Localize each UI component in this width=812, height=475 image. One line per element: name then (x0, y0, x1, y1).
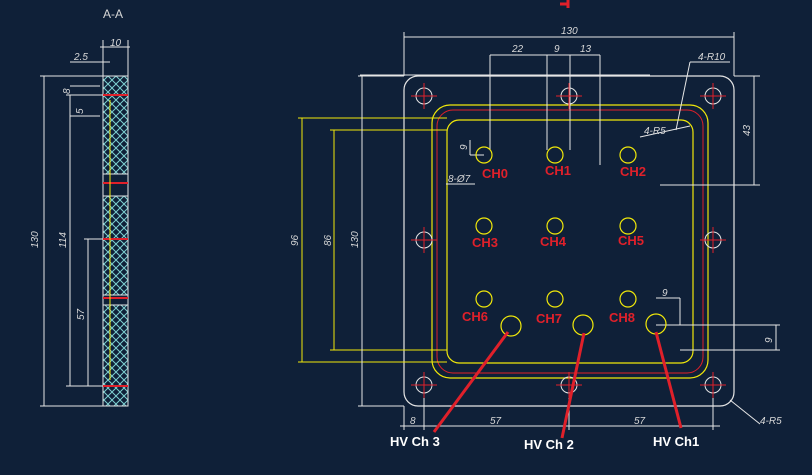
label-ch4: CH4 (540, 234, 567, 249)
label-ch2: CH2 (620, 164, 646, 179)
label-ch1: CH1 (545, 163, 571, 178)
mounting-hole (411, 227, 437, 253)
hv-hole (500, 315, 522, 337)
dim-right-9: 9 (764, 337, 775, 343)
channel-holes (475, 146, 667, 337)
dim-inner-radius: 4-R5 (644, 126, 666, 137)
mounting-hole (700, 372, 726, 398)
label-ch5: CH5 (618, 233, 644, 248)
mounting-holes (411, 83, 726, 398)
channel-hole (475, 217, 493, 235)
label-hv-ch1: HV Ch1 (653, 434, 699, 449)
dim-13: 13 (580, 44, 592, 55)
channel-hole (546, 217, 564, 235)
section-title: A-A (103, 7, 123, 21)
mounting-hole (556, 372, 582, 398)
channel-hole (546, 146, 564, 164)
hv-hole (572, 314, 594, 336)
dim-left-86: 86 (323, 234, 334, 246)
dim-9-top: 9 (554, 44, 560, 55)
dim-left-130: 130 (350, 231, 361, 248)
dim-hole-label: 8-Ø7 (448, 174, 471, 185)
dim-right-43: 43 (742, 124, 753, 136)
dim-overall-width: 130 (561, 26, 578, 37)
label-hv-ch3: HV Ch 3 (390, 434, 440, 449)
mounting-hole (411, 83, 437, 109)
mounting-hole (411, 372, 437, 398)
channel-hole (546, 290, 564, 308)
dim-114: 114 (58, 232, 69, 248)
mounting-hole (556, 83, 582, 109)
side-view (40, 40, 130, 407)
label-ch6: CH6 (462, 309, 488, 324)
label-ch8: CH8 (609, 310, 635, 325)
label-ch3: CH3 (472, 235, 498, 250)
hv-leaders (432, 331, 683, 439)
dim-corner-radius: 4-R10 (698, 52, 726, 63)
dim-22: 22 (511, 44, 524, 55)
hv-hole (645, 313, 667, 335)
channel-hole (619, 290, 637, 308)
dim-57: 57 (76, 308, 87, 320)
dim-top-width: 10 (110, 38, 122, 49)
mounting-hole (700, 83, 726, 109)
label-ch0: CH0 (482, 166, 508, 181)
dim-5: 5 (75, 108, 86, 114)
plan-view (298, 32, 780, 430)
label-ch7: CH7 (536, 311, 562, 326)
dim-left-96: 96 (290, 234, 301, 246)
channel-hole (619, 146, 637, 164)
dim-bottom-8: 8 (410, 416, 416, 427)
dim-overall: 130 (30, 231, 41, 248)
dim-8: 8 (62, 88, 73, 94)
dim-bottom-57b: 57 (634, 416, 646, 427)
channel-hole (619, 217, 637, 235)
dim-bottom-radius: 4-R5 (760, 416, 782, 427)
dim-offset: 2.5 (73, 52, 88, 63)
channel-hole (475, 146, 493, 164)
channel-hole (475, 290, 493, 308)
mounting-hole (700, 227, 726, 253)
dim-hole-offset: 9 (459, 144, 470, 150)
dim-bottom-57a: 57 (490, 416, 502, 427)
dim-top-9-hv: 9 (662, 288, 668, 299)
label-hv-ch2: HV Ch 2 (524, 437, 574, 452)
